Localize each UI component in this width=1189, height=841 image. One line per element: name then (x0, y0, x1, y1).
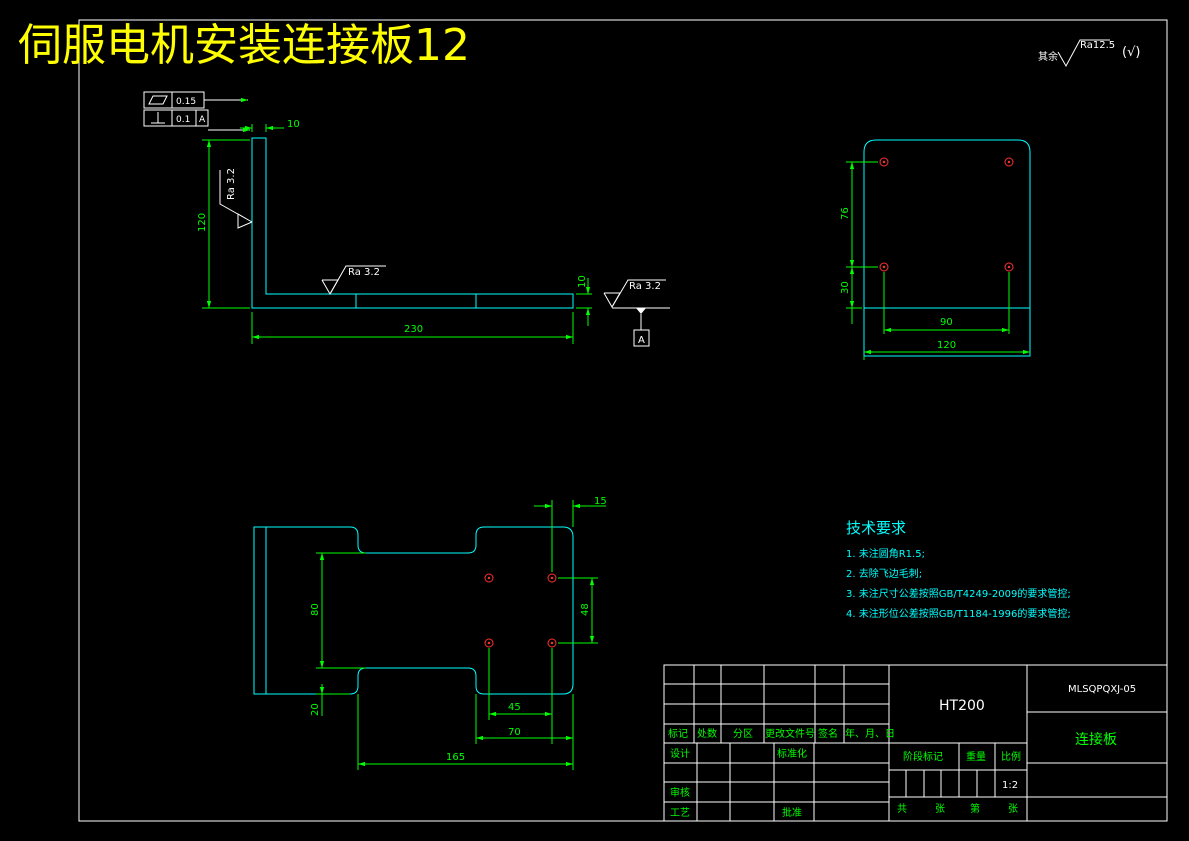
drawing-title: 伺服电机安装连接板12 (18, 20, 470, 71)
dim-76: 76 (840, 207, 851, 220)
tb-drawing-no: MLSQPQXJ-05 (1068, 684, 1136, 695)
flatness-icon (148, 95, 168, 105)
datum-symbol: A (612, 307, 670, 347)
title-block (663, 664, 1168, 822)
tech-item: 2. 去除飞边毛刺; (846, 567, 922, 580)
roughness-vertical: Ra 3.2 (219, 168, 253, 229)
tech-item: 1. 未注圆角R1.5; (846, 547, 925, 560)
hole (1004, 262, 1014, 272)
tb-label-weight: 重量 (966, 750, 986, 763)
tb-label-design: 设计 (670, 747, 690, 760)
hole (879, 262, 889, 272)
hole (879, 157, 889, 167)
bracket-outline (251, 137, 574, 309)
dim-70: 70 (508, 727, 521, 738)
general-roughness-note: 其余 Ra12.5 (√) (1038, 39, 1140, 68)
perpendicularity-icon (151, 112, 165, 124)
dim-thickness-right: 10 (577, 275, 588, 288)
dim-20: 20 (310, 703, 321, 716)
svg-text:A: A (199, 115, 206, 125)
top-view-outline (253, 526, 574, 695)
dim-90: 90 (940, 317, 953, 328)
tb-label-mark: 标记 (668, 728, 688, 740)
tb-label-count: 处数 (697, 727, 717, 740)
tb-material: HT200 (939, 698, 985, 714)
dim-thickness-top: 10 (287, 119, 300, 130)
tb-label-change-doc: 更改文件号 (765, 727, 815, 740)
tb-label-check: 审核 (670, 786, 690, 799)
svg-text:Ra 3.2: Ra 3.2 (629, 281, 661, 292)
dim-120: 120 (937, 340, 956, 351)
svg-text:Ra 3.2: Ra 3.2 (348, 267, 380, 278)
dim-length: 230 (404, 324, 423, 335)
end-view-outline (863, 139, 1031, 357)
tech-item: 4. 未注形位公差按照GB/T1184-1996的要求管控; (846, 607, 1071, 620)
hole (547, 638, 557, 648)
title-block-text: 标记 处数 分区 更改文件号 签名 年、月、日 设计 标准化 审核 工艺 批准 … (668, 727, 1021, 819)
roughness-prefix: 其余 (1038, 50, 1058, 63)
tb-label-sheets: 张 (935, 803, 945, 815)
tb-label-approve: 批准 (782, 806, 802, 819)
roughness-horizontal: Ra 3.2 (321, 265, 386, 296)
tb-label-sheet: 张 (1008, 803, 1018, 815)
tb-label-process: 工艺 (670, 807, 690, 819)
dim-15: 15 (594, 496, 607, 507)
hole (484, 638, 494, 648)
dim-48: 48 (580, 603, 591, 616)
tech-heading: 技术要求 (846, 519, 906, 537)
hole (484, 573, 494, 583)
end-view-holes (879, 157, 1014, 272)
hole (547, 573, 557, 583)
tb-label-total: 共 (897, 803, 907, 815)
tb-label-scale: 比例 (1001, 750, 1021, 763)
roughness-symbol-icon (1057, 39, 1110, 68)
end-view: 76 30 90 120 (840, 139, 1031, 360)
svg-text:0.1: 0.1 (176, 115, 190, 125)
tb-part-name: 连接板 (1075, 731, 1117, 748)
svg-text:Ra 3.2: Ra 3.2 (226, 168, 237, 200)
dim-80: 80 (310, 603, 321, 616)
dim-height: 120 (197, 213, 208, 232)
tech-item: 3. 未注尺寸公差按照GB/T4249-2009的要求管控; (846, 587, 1071, 600)
top-view: 15 48 80 20 45 70 165 (253, 496, 607, 770)
hole (1004, 157, 1014, 167)
svg-text:A: A (638, 335, 645, 346)
roughness-value: Ra12.5 (1080, 40, 1115, 51)
tb-label-stage-mark: 阶段标记 (903, 750, 943, 763)
dim-30: 30 (840, 281, 851, 294)
drawing-frame (78, 19, 1168, 822)
technical-requirements: 技术要求 1. 未注圆角R1.5; 2. 去除飞边毛刺; 3. 未注尺寸公差按照… (846, 519, 1071, 620)
tb-label-date: 年、月、日 (845, 727, 895, 740)
top-view-holes (484, 573, 557, 648)
tb-label-standardize: 标准化 (777, 747, 807, 760)
dim-45: 45 (508, 702, 521, 713)
dim-165: 165 (446, 752, 465, 763)
svg-text:0.15: 0.15 (176, 97, 196, 107)
tb-label-page: 第 (970, 802, 980, 815)
tb-label-zone: 分区 (733, 728, 753, 740)
tb-label-sign: 签名 (818, 727, 838, 740)
tb-scale-value: 1:2 (1002, 780, 1018, 791)
side-view: 0.15 0.1 A 10 120 (143, 91, 670, 347)
roughness-end: Ra 3.2 (603, 279, 666, 309)
tolerance-frame-flatness: 0.15 (143, 91, 205, 109)
tolerance-frame-perpendicularity: 0.1 A (143, 109, 209, 127)
roughness-suffix: (√) (1122, 45, 1140, 60)
